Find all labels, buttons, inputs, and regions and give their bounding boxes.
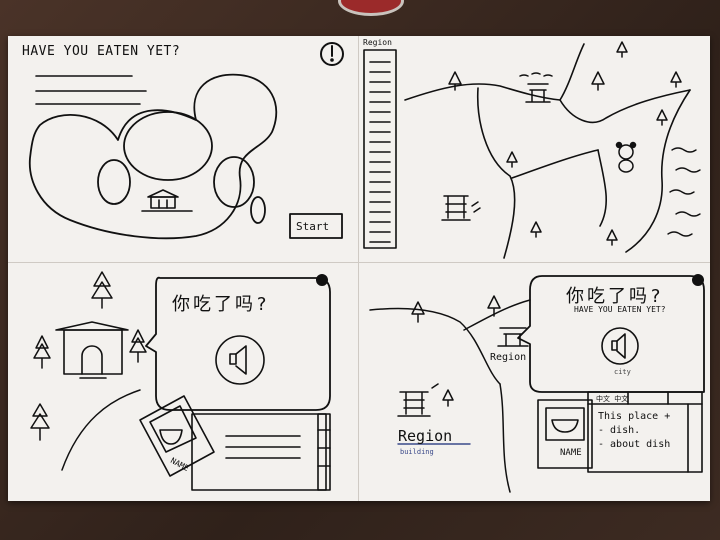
about-dish-line: - about dish <box>598 439 671 450</box>
screen-1-home <box>28 42 344 240</box>
paper-sheet <box>8 36 710 501</box>
screen-3-greeting <box>30 271 331 491</box>
text-placeholder-lines <box>35 75 147 105</box>
region-list-sidebar[interactable] <box>363 49 397 249</box>
place-line: This place + <box>598 411 671 422</box>
screen-4-detail <box>369 274 705 493</box>
house-icon <box>141 189 193 212</box>
panda-icon[interactable] <box>615 141 637 173</box>
path-line <box>61 389 141 471</box>
greeting-chinese: 你吃了吗? <box>172 294 270 315</box>
map-boundaries <box>404 43 691 259</box>
region-circle-d[interactable] <box>250 196 266 224</box>
close-dot[interactable] <box>692 274 704 286</box>
name-card[interactable] <box>139 395 215 477</box>
dish-line: - dish. <box>598 425 641 436</box>
fold-line-horizontal <box>8 262 710 263</box>
bowl-icon <box>551 419 579 433</box>
speaker-icon[interactable] <box>215 335 265 385</box>
region-circle-b[interactable] <box>97 159 131 205</box>
restaurant-building-icon[interactable] <box>55 321 129 379</box>
screen-2-map <box>363 41 701 259</box>
region-circle-c[interactable] <box>213 156 255 208</box>
island-map-outline <box>28 73 278 240</box>
speaker-icon[interactable] <box>601 327 639 365</box>
close-dot[interactable] <box>316 274 328 286</box>
place-description: This place + - dish. - about dish <box>598 410 698 452</box>
fold-line-vertical <box>358 36 359 501</box>
building-label: building <box>400 448 434 456</box>
pagoda-icon[interactable] <box>397 383 439 417</box>
region-tab-label[interactable]: Region <box>363 38 392 47</box>
app-title: HAVE YOU EATEN YET? <box>22 44 181 59</box>
info-panel[interactable] <box>587 391 703 473</box>
city-label: city <box>614 368 631 376</box>
name-card-label: NAME <box>560 448 582 458</box>
greeting-chinese: 你吃了吗? <box>566 286 664 307</box>
tree-icon <box>411 295 501 407</box>
speech-bubble <box>145 276 331 411</box>
pagoda-icon[interactable] <box>519 72 553 103</box>
tree-icon <box>30 271 147 441</box>
bowl-icon <box>159 429 183 445</box>
name-card[interactable] <box>537 399 593 469</box>
pagoda-icon[interactable] <box>497 327 529 347</box>
map-boundaries <box>369 299 531 493</box>
start-button[interactable] <box>289 213 343 239</box>
tree-icon <box>448 41 682 246</box>
alert-icon[interactable] <box>320 42 344 66</box>
region-label[interactable]: Region <box>490 352 527 363</box>
pagoda-icon[interactable] <box>441 195 481 221</box>
info-panel[interactable] <box>191 413 331 491</box>
region-title: Region <box>398 427 453 445</box>
water-waves <box>667 147 701 237</box>
start-button-label[interactable]: Start <box>296 220 330 233</box>
region-circle-a[interactable] <box>123 111 213 181</box>
greeting-english: HAVE YOU EATEN YET? <box>574 305 666 314</box>
language-tabs[interactable]: 中文 中文 <box>596 395 629 403</box>
